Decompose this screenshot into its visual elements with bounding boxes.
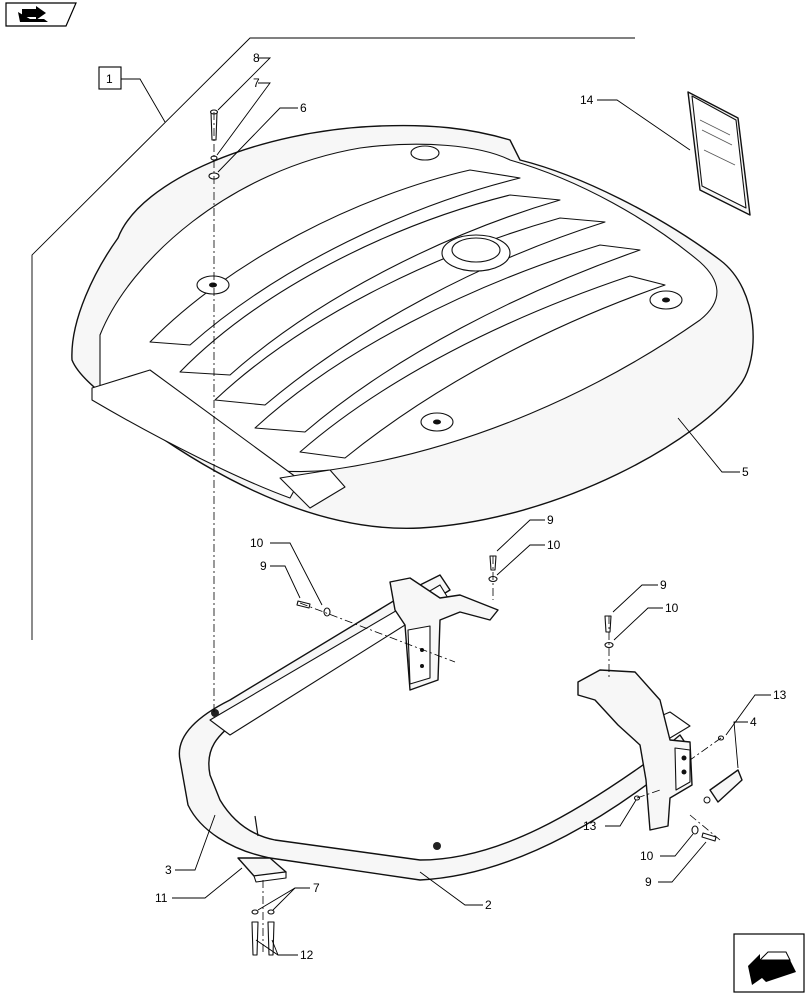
- roof-panel: [71, 124, 754, 530]
- callout-10: 10: [665, 601, 679, 615]
- left-mounting-bracket: [389, 577, 499, 691]
- callout-12: 12: [300, 948, 314, 962]
- right-mounting-bracket: [577, 669, 693, 831]
- assembly-bracket: 1: [31, 37, 635, 640]
- callout-7: 7: [253, 76, 260, 90]
- callout-5: 5: [742, 465, 749, 479]
- callout-11: 11: [155, 891, 168, 905]
- callout-9: 9: [547, 513, 554, 527]
- fasteners: [208, 109, 725, 956]
- callout-10: 10: [250, 536, 264, 550]
- alignment-lines: [213, 112, 722, 955]
- callout-10: 10: [547, 538, 561, 552]
- callout-labels: 8 7 6 14 5 10 9 9 10 9 10 13 4 13 10 9 3…: [155, 51, 787, 962]
- callout-9: 9: [260, 559, 267, 573]
- callout-8: 8: [253, 51, 260, 65]
- callout-3: 3: [165, 863, 172, 877]
- callout-9: 9: [660, 578, 667, 592]
- callout-9: 9: [645, 875, 652, 889]
- support-plate: [237, 857, 287, 883]
- clip-part: [703, 769, 743, 804]
- book-arrow-icon[interactable]: [5, 2, 77, 27]
- callout-14: 14: [580, 93, 594, 107]
- callout-13: 13: [773, 688, 787, 702]
- assembly-callout-box: [98, 66, 122, 90]
- callout-2: 2: [485, 898, 492, 912]
- leader-lines: [172, 57, 771, 956]
- callout-4: 4: [750, 715, 757, 729]
- operator-manual-booklet: [687, 91, 751, 216]
- callout-13: 13: [583, 819, 597, 833]
- callout-10: 10: [640, 849, 654, 863]
- next-page-arrow-icon[interactable]: [733, 933, 805, 993]
- callout-7: 7: [313, 881, 320, 895]
- callout-6: 6: [300, 101, 307, 115]
- callout-1: 1: [106, 72, 113, 86]
